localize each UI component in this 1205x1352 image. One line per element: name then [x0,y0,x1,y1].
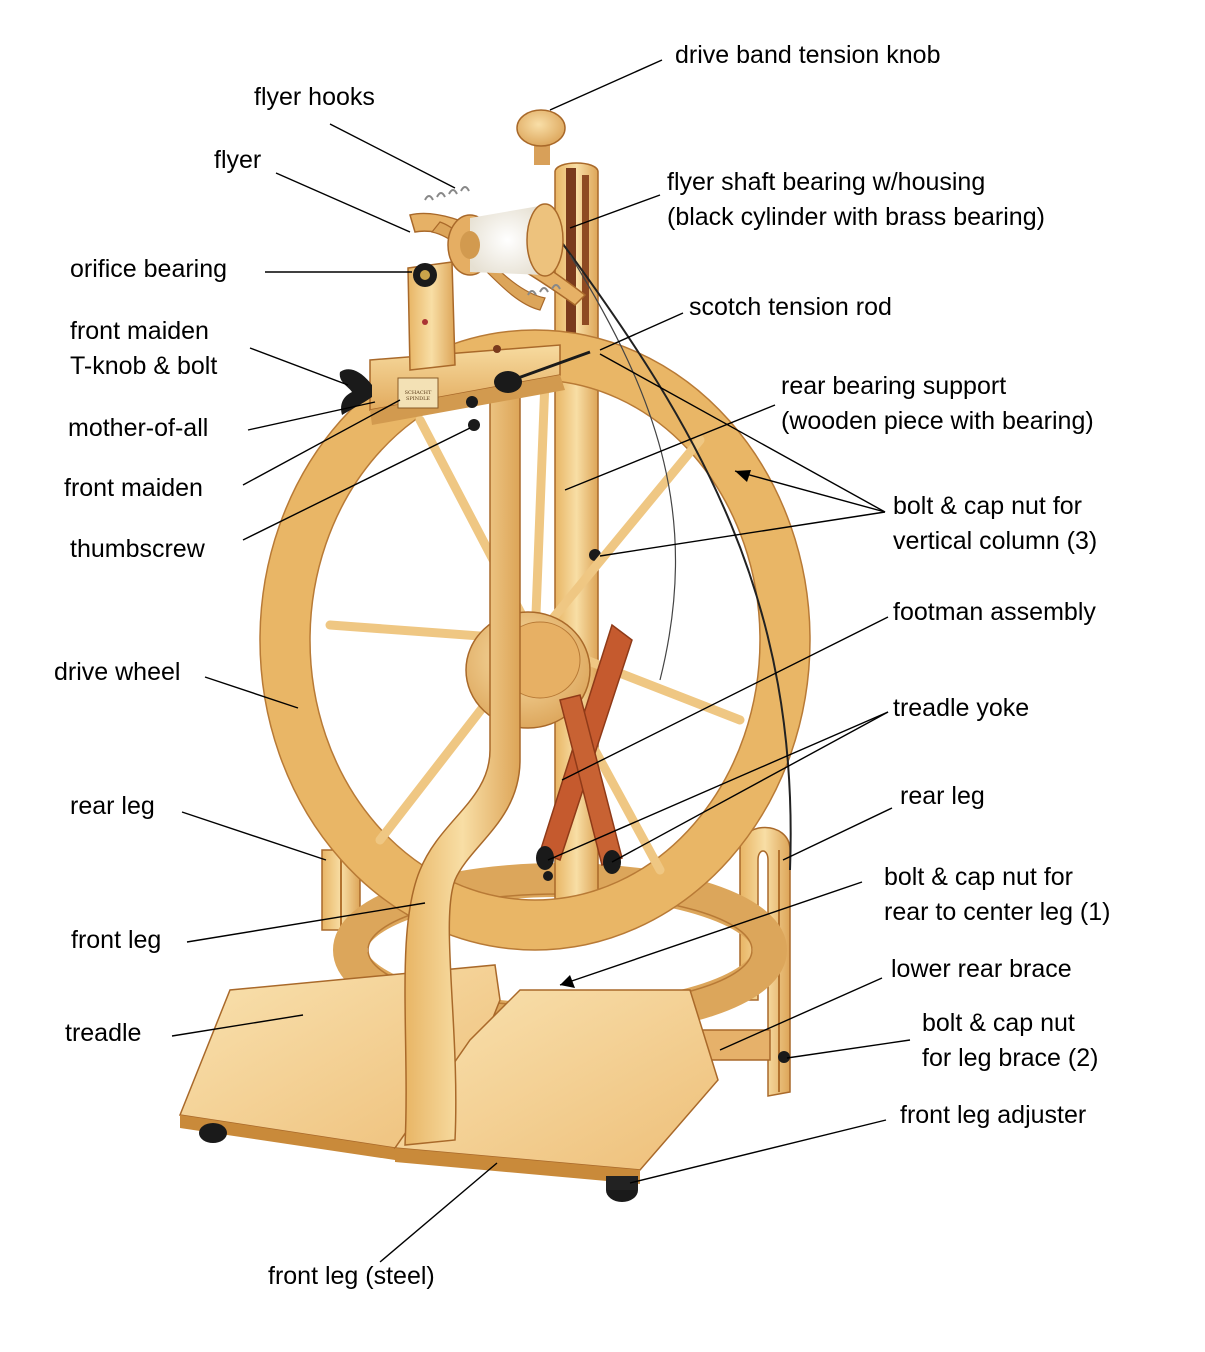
front-maiden-shape [407,261,456,371]
front-maiden-t-knob-shape [339,369,372,415]
label-bolt-cap-leg-brace-line1: bolt & cap nut [922,1009,1075,1037]
label-orifice-bearing: orifice bearing [70,255,228,283]
label-drive-wheel: drive wheel [54,658,181,686]
label-flyer-shaft-bearing-line1: flyer shaft bearing w/housing [667,168,986,196]
label-rear-bearing-support-line1: rear bearing support [781,372,1007,400]
drive-band-tension-knob-shape [516,109,566,165]
leader-rear-leg-left [181,811,327,861]
label-bolt-cap-vertical-column-line1: bolt & cap nut for [893,492,1083,520]
scotch-tension-knob-shape [494,371,522,393]
label-front-leg-adjuster: front leg adjuster [900,1101,1087,1129]
leader-drive-band-tension-knob [549,59,663,111]
spinning-wheel-illustration [178,109,811,1202]
label-front-leg: front leg [71,926,162,954]
leader-bolt-cap-vertical-1 [734,470,886,513]
leader-flyer-hooks [329,123,456,189]
leader-bolt-cap-rear-center [559,881,863,986]
leader-lines [171,59,911,1263]
label-flyer-shaft-bearing: flyer shaft bearing w/housing (black cyl… [667,165,1045,235]
label-front-maiden-t-knob-line2: T-knob & bolt [70,352,218,380]
label-front-maiden-t-knob: front maiden T-knob & bolt [70,314,217,384]
label-rear-leg-right: rear leg [900,782,985,810]
label-bolt-cap-rear-center-line2: rear to center leg (1) [884,898,1111,926]
leader-bolt-cap-vertical-3 [599,511,886,557]
label-scotch-tension-rod: scotch tension rod [689,293,892,321]
brand-logo-line2: SPINDLE [405,396,431,402]
leader-drive-wheel [204,676,299,709]
label-treadle-yoke: treadle yoke [893,694,1030,722]
label-bolt-cap-rear-center: bolt & cap nut for rear to center leg (1… [884,860,1111,930]
arrowhead-vertical-column [735,470,751,482]
label-treadle: treadle [65,1019,142,1047]
label-flyer: flyer [214,146,262,174]
leader-treadle-yoke-2 [611,711,889,863]
label-flyer-hooks: flyer hooks [254,83,375,111]
label-drive-band-tension-knob: drive band tension knob [675,41,941,69]
label-bolt-cap-rear-center-line1: bolt & cap nut for [884,863,1074,891]
label-thumbscrew: thumbscrew [70,535,205,563]
label-front-leg-steel: front leg (steel) [268,1262,435,1290]
label-rear-leg-left: rear leg [70,792,155,820]
brand-logo-line1: SCHACHT [404,390,432,396]
drive-band-shape [559,239,792,871]
label-front-maiden: front maiden [64,474,203,502]
label-bolt-cap-vertical-column-line2: vertical column (3) [893,527,1098,555]
drive-wheel-shape [259,329,811,951]
leader-front-leg [186,902,426,943]
leader-bolt-cap-vertical-2 [599,353,886,513]
front-leg-shape [404,394,521,1146]
label-bolt-cap-leg-brace-line2: for leg brace (2) [922,1044,1099,1072]
label-mother-of-all: mother-of-all [68,414,209,442]
label-rear-bearing-support-line2: (wooden piece with bearing) [781,407,1094,435]
arrowhead-rear-center [560,975,575,988]
leader-mother-of-all [247,401,376,431]
leader-lower-rear-brace [719,977,883,1051]
leader-thumbscrew [242,427,471,541]
leader-treadle-yoke-1 [547,711,889,861]
label-flyer-shaft-bearing-line2: (black cylinder with brass bearing) [667,203,1045,231]
leader-rear-bearing-support [564,404,776,491]
leader-front-maiden-t-knob [249,347,349,386]
bobbin-shape [447,203,564,277]
leader-front-maiden [242,399,401,486]
leader-treadle [171,1014,304,1037]
footman-assembly-shape [536,623,633,881]
leader-rear-leg-right [782,807,893,861]
label-bolt-cap-leg-brace: bolt & cap nut for leg brace (2) [922,1006,1098,1076]
leader-front-leg-steel [379,1162,498,1263]
leader-flyer-shaft-bearing [569,194,661,229]
label-footman-assembly: footman assembly [893,598,1096,626]
label-lower-rear-brace: lower rear brace [891,955,1072,983]
brand-logo-plate: SCHACHT SPINDLE [399,382,437,402]
leader-front-leg-adjuster [629,1119,887,1184]
label-bolt-cap-vertical-column: bolt & cap nut for vertical column (3) [893,489,1097,559]
leader-footman-assembly [561,616,889,781]
leader-flyer [275,172,411,233]
leader-scotch-tension-rod [599,312,684,351]
label-rear-bearing-support: rear bearing support (wooden piece with … [781,369,1094,439]
leader-bolt-cap-leg-brace [786,1039,911,1059]
label-front-maiden-t-knob-line1: front maiden [70,317,209,345]
